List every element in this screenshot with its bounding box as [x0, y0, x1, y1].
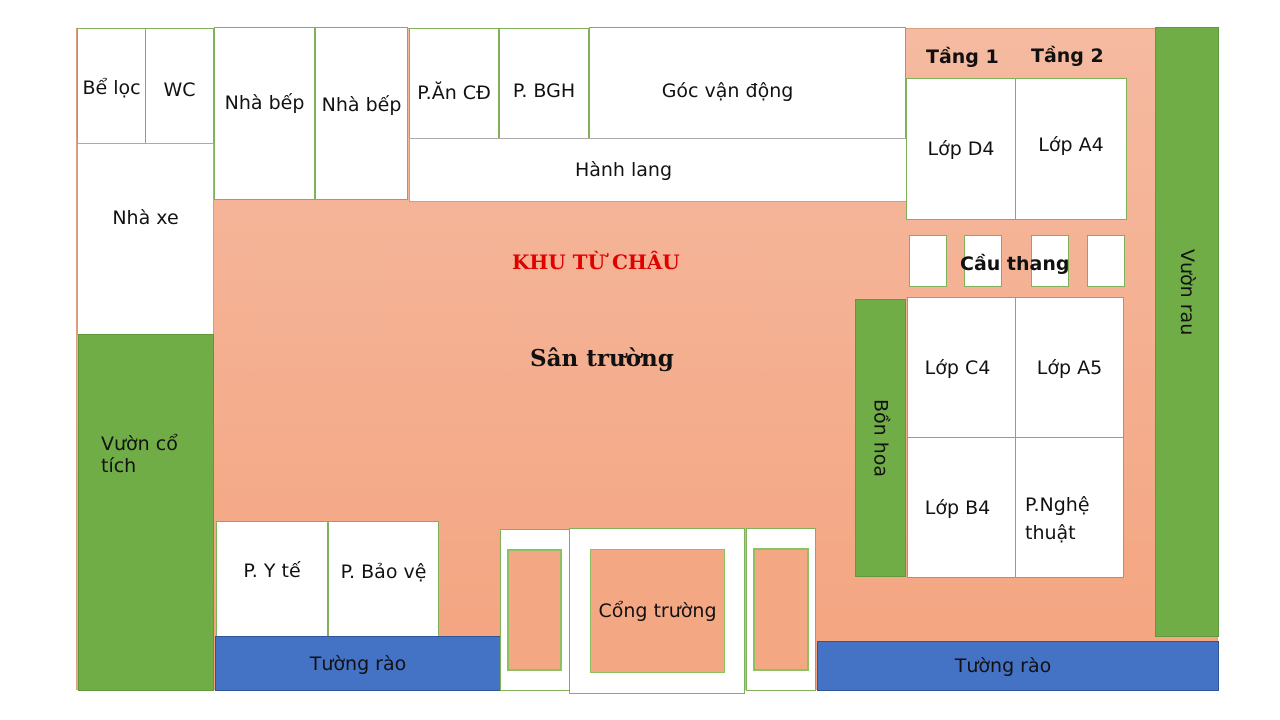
room-goc-van-dong: Góc vận động [589, 27, 906, 139]
gate-pillar-inner [753, 548, 809, 671]
room-label: Bể lọc [82, 77, 141, 99]
garden-vuon-co-tich: Vườn cổ tích [78, 334, 214, 691]
room-label: Nhà bếp [321, 94, 402, 116]
fence-left: Tường rào [215, 636, 501, 691]
room-nha-bep-1: Nhà bếp [214, 27, 315, 200]
room-label: Tường rào [954, 655, 1052, 677]
room-lop-b4: Lớp B4 [907, 437, 1016, 578]
room-label: Nhà xe [112, 207, 179, 229]
gate-pillar-left [500, 529, 570, 691]
room-label: P. Y tế [243, 560, 301, 582]
room-be-loc: Bể lọc [77, 28, 146, 144]
stair-block [909, 235, 947, 287]
room-lop-d4: Lớp D4 [906, 78, 1016, 220]
room-label: Tường rào [309, 652, 407, 675]
gate-cong-truong: Cổng trường [569, 528, 745, 694]
room-label: P.Ăn CĐ [417, 82, 491, 104]
area-title: KHU TỪ CHÂU [512, 250, 680, 274]
room-nha-bep-2: Nhà bếp [315, 27, 408, 200]
room-label: Cổng trường [598, 600, 717, 622]
stair-block [1087, 235, 1125, 287]
room-p-nghe-thuat: P.Nghệ thuật [1015, 437, 1124, 578]
room-label: Lớp A5 [1036, 356, 1103, 379]
room-label: Vườn rau [1176, 248, 1198, 336]
room-label: Lớp A4 [1038, 134, 1104, 156]
gate-pillar-right [746, 528, 816, 691]
fence-right: Tường rào [817, 641, 1219, 691]
room-label: Hành lang [574, 159, 673, 181]
room-label: Lớp D4 [927, 138, 995, 160]
room-p-an-cd: P.Ăn CĐ [409, 28, 499, 139]
room-label: WC [163, 79, 196, 101]
gate-pillar-inner [507, 549, 562, 671]
room-label: Lớp B4 [924, 496, 991, 519]
room-p-bao-ve: P. Bảo vệ [328, 521, 439, 637]
room-label: Góc vận động [661, 80, 794, 102]
room-label: P. Bảo vệ [340, 561, 427, 583]
stairs-label: Cầu thang [960, 253, 1070, 275]
room-p-bgh: P. BGH [499, 28, 589, 139]
stair-block [964, 235, 1002, 287]
floor-1-label: Tầng 1 [926, 46, 999, 68]
room-p-y-te: P. Y tế [216, 521, 328, 637]
stair-block [1031, 235, 1069, 287]
yard-label: Sân trường [530, 345, 674, 372]
room-label: P.Nghệ thuật [1025, 493, 1090, 544]
floor-2-label: Tầng 2 [1031, 45, 1104, 67]
corridor-hanh-lang: Hành lang [409, 138, 908, 202]
room-lop-a4: Lớp A4 [1015, 78, 1127, 220]
room-lop-a5: Lớp A5 [1015, 297, 1124, 438]
room-lop-c4: Lớp C4 [907, 297, 1016, 438]
room-label: Bồn hoa [869, 398, 892, 478]
room-label: P. BGH [512, 80, 576, 102]
flowerbed-bon-hoa: Bồn hoa [855, 299, 906, 577]
gate-inner: Cổng trường [590, 549, 725, 673]
room-wc: WC [145, 28, 214, 144]
room-label: Vườn cổ tích [101, 432, 178, 477]
garden-vuon-rau: Vườn rau [1155, 27, 1219, 637]
room-nha-xe: Nhà xe [77, 143, 214, 335]
room-label: Lớp C4 [924, 356, 991, 379]
room-label: Nhà bếp [224, 92, 305, 114]
